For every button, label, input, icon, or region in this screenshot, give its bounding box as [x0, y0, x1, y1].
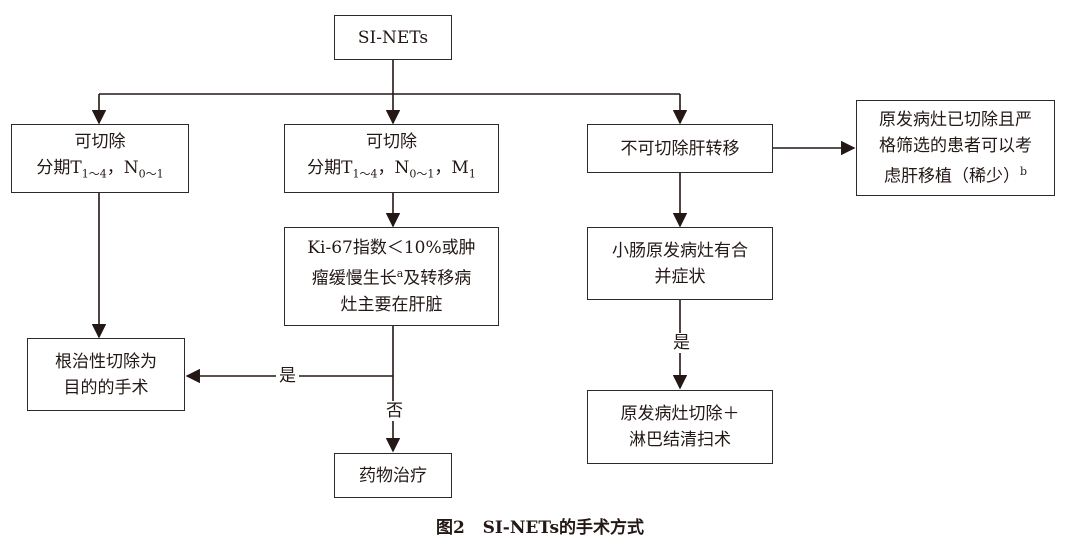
node-liver-transplant: 原发病灶已切除且严 格筛选的患者可以考 虑肝移植（稀少）b	[856, 100, 1055, 196]
node-title: SI-NETs	[334, 15, 452, 60]
label-yes-right: 是	[670, 333, 693, 353]
node-ki67-criteria: Ki-67指数＜10%或肿 瘤缓慢生长a及转移病 灶主要在肝脏	[284, 227, 499, 326]
node-b1-line2: 分期T1～4，N0～1	[36, 158, 164, 181]
figure-title: SI-NETs的手术方式	[482, 518, 645, 538]
node-radical-resection: 根治性切除为 目的的手术	[27, 338, 185, 411]
node-b2-line2: 分期T1～4，N0～1，M1	[307, 158, 476, 181]
node-unresectable-liver-mets: 不可切除肝转移	[587, 124, 773, 173]
node-resectable-m1: 可切除 分期T1～4，N0～1，M1	[284, 124, 499, 193]
figure-caption: 图2 SI-NETs的手术方式	[0, 513, 1080, 538]
figure-number: 图2	[435, 518, 465, 538]
node-b1-line1: 可切除	[74, 132, 126, 153]
node-primary-resection-lymph: 原发病灶切除＋ 淋巴结清扫术	[587, 390, 773, 464]
node-primary-symptomatic: 小肠原发病灶有合 并症状	[587, 227, 773, 300]
node-b2-line1: 可切除	[366, 132, 417, 153]
label-yes-left: 是	[276, 366, 299, 386]
node-drug-therapy: 药物治疗	[334, 453, 452, 498]
node-resectable-n0: 可切除 分期T1～4，N0～1	[11, 124, 189, 193]
label-no: 否	[383, 401, 406, 421]
